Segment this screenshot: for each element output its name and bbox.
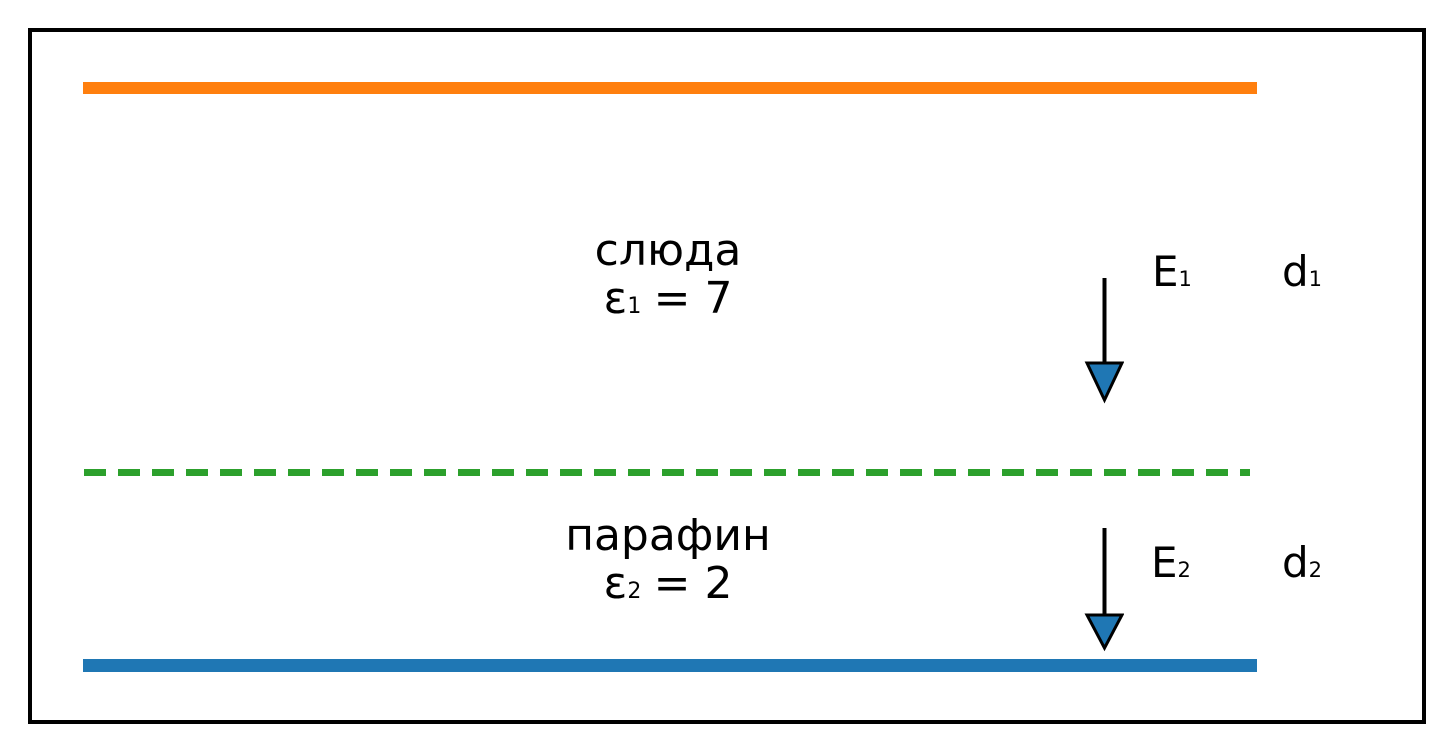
field-label-e2: E2: [1151, 542, 1191, 584]
thickness-label-d2: d2: [1282, 542, 1322, 584]
e-field-arrow-2: [1084, 528, 1124, 652]
dielectric-interface-dashed-line: [84, 469, 1250, 476]
epsilon-value: = 2: [653, 558, 733, 609]
layer1-epsilon-label: ε1 = 7: [518, 275, 818, 331]
thickness-subscript: 1: [1308, 267, 1323, 291]
field-subscript: 1: [1178, 267, 1192, 291]
thickness-base: d: [1282, 247, 1309, 296]
layer2-material-label: парафин: [565, 510, 771, 561]
layer1-text-block: слюда ε1 = 7: [518, 227, 818, 331]
e-field-arrow-1: [1084, 278, 1124, 404]
field-subscript: 2: [1177, 558, 1191, 582]
field-base: E: [1151, 538, 1178, 587]
layer1-material-label: слюда: [594, 225, 742, 276]
epsilon-subscript: 2: [627, 579, 642, 604]
field-label-e1: E1: [1152, 251, 1192, 293]
epsilon-symbol: ε: [603, 558, 628, 609]
thickness-label-d1: d1: [1282, 251, 1322, 293]
top-plate: [83, 82, 1257, 94]
bottom-plate: [83, 659, 1257, 672]
field-base: E: [1152, 247, 1179, 296]
thickness-base: d: [1282, 538, 1309, 587]
layer2-epsilon-label: ε2 = 2: [518, 560, 818, 616]
arrow-head: [1084, 613, 1124, 652]
epsilon-subscript: 1: [627, 294, 642, 319]
epsilon-symbol: ε: [603, 273, 628, 324]
arrow-head: [1084, 361, 1124, 404]
outer-frame: [28, 28, 1426, 724]
epsilon-value: = 7: [653, 273, 733, 324]
layer2-text-block: парафин ε2 = 2: [518, 512, 818, 616]
thickness-subscript: 2: [1308, 558, 1323, 582]
